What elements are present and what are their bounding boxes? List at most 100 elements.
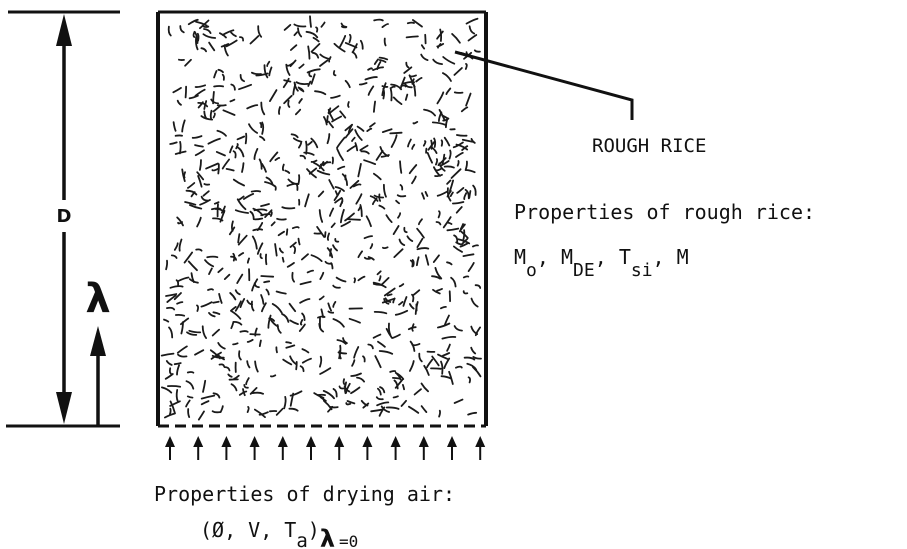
rice-grain — [399, 160, 403, 174]
rice-grain — [248, 123, 258, 134]
rice-grain — [350, 372, 362, 377]
rice-grain — [329, 248, 332, 257]
rice-grain — [363, 235, 373, 240]
rice-grain — [474, 326, 481, 337]
rice-grain — [326, 115, 329, 124]
rice-grain — [382, 246, 389, 250]
rice-grain — [260, 294, 265, 305]
rice-grain — [445, 87, 452, 95]
rice-grain — [225, 168, 235, 172]
rice-grain — [330, 94, 341, 99]
rice-grain — [473, 49, 481, 53]
rice-grain — [436, 91, 445, 105]
rice-grain — [373, 58, 379, 65]
rice-grain — [229, 98, 236, 103]
rice-grain — [392, 377, 401, 380]
rice-grain — [426, 152, 433, 164]
rice-grain — [446, 187, 452, 202]
rice-grain — [221, 205, 226, 214]
air-arrow-icon — [193, 436, 204, 460]
rice-grain — [230, 383, 238, 392]
rice-grain — [399, 184, 404, 191]
rice-grain — [362, 355, 366, 363]
rice-grain — [189, 204, 203, 210]
rice-grain — [174, 150, 187, 155]
rice-grain — [243, 384, 249, 389]
rice-grain — [440, 360, 444, 375]
rice-grain — [285, 63, 291, 76]
rice-grain — [456, 160, 460, 167]
rice-grain — [245, 377, 250, 386]
rice-grain — [343, 385, 351, 393]
rice-grain — [322, 160, 328, 167]
rice-grain — [456, 187, 465, 194]
rice-grain — [315, 26, 319, 33]
rice-grain — [298, 87, 305, 93]
rice-grain — [431, 355, 440, 367]
rice-grain — [260, 275, 275, 278]
rice-grain — [369, 243, 374, 250]
rice-grain — [395, 199, 400, 205]
rice-grain — [212, 392, 221, 399]
rice-grain — [301, 312, 306, 321]
rice-grain — [451, 33, 461, 44]
rice-grain — [432, 288, 441, 295]
rice-grain — [207, 137, 221, 145]
rice-grain — [290, 133, 299, 139]
rice-grain — [402, 296, 408, 307]
rice-grain — [332, 388, 338, 398]
rice-grain — [306, 269, 314, 274]
rice-grain — [161, 386, 173, 394]
rice-grain — [289, 390, 303, 397]
rice-grain — [202, 379, 207, 393]
rice-grain — [278, 106, 281, 115]
rice-grain — [365, 215, 372, 228]
rice-grain — [461, 145, 469, 151]
rice-grain — [260, 213, 271, 217]
rice-grain — [372, 66, 384, 71]
rice-grain — [441, 352, 451, 357]
rice-grain — [330, 222, 336, 228]
air-arrow-icon — [334, 436, 345, 460]
rice-grain — [470, 297, 479, 308]
rice-grain — [305, 140, 308, 155]
rice-grain — [202, 33, 217, 39]
rice-grain — [404, 93, 409, 101]
rice-grain — [177, 276, 190, 282]
rice-grain — [378, 275, 382, 282]
rice-grain — [298, 323, 306, 332]
rice-grain — [220, 43, 230, 48]
rice-grain — [440, 160, 450, 167]
rice-grain — [416, 227, 425, 239]
rice-grain — [385, 327, 393, 339]
rice-grain — [323, 116, 328, 126]
air-arrow-icon — [447, 436, 457, 460]
rice-grain — [283, 94, 293, 105]
rice-grain — [338, 344, 342, 360]
rice-grain — [400, 84, 407, 88]
rice-grain — [184, 201, 197, 206]
rice-grain — [293, 23, 307, 28]
rice-grain — [411, 175, 417, 185]
rice-grain — [177, 353, 188, 358]
rice-grain — [264, 209, 273, 218]
rice-grain — [301, 253, 309, 261]
rice-grain — [210, 351, 222, 360]
rice-grain — [186, 395, 194, 399]
air-arrow-icon — [475, 436, 486, 460]
rice-grain — [254, 360, 259, 373]
rice-grain — [227, 373, 233, 378]
rice-grain — [369, 122, 376, 128]
rice-grain — [351, 51, 358, 59]
rice-grain — [406, 235, 414, 242]
rice-grain — [199, 19, 210, 30]
rice-grain — [169, 400, 181, 407]
rice-grain — [373, 310, 388, 315]
rice-grain — [367, 67, 373, 71]
rice-grain — [169, 407, 172, 416]
rice-grain — [270, 210, 273, 217]
rice-grain — [200, 195, 209, 202]
rice-grain — [406, 21, 415, 25]
rice-grain — [289, 241, 297, 248]
rice-grain — [431, 275, 441, 280]
